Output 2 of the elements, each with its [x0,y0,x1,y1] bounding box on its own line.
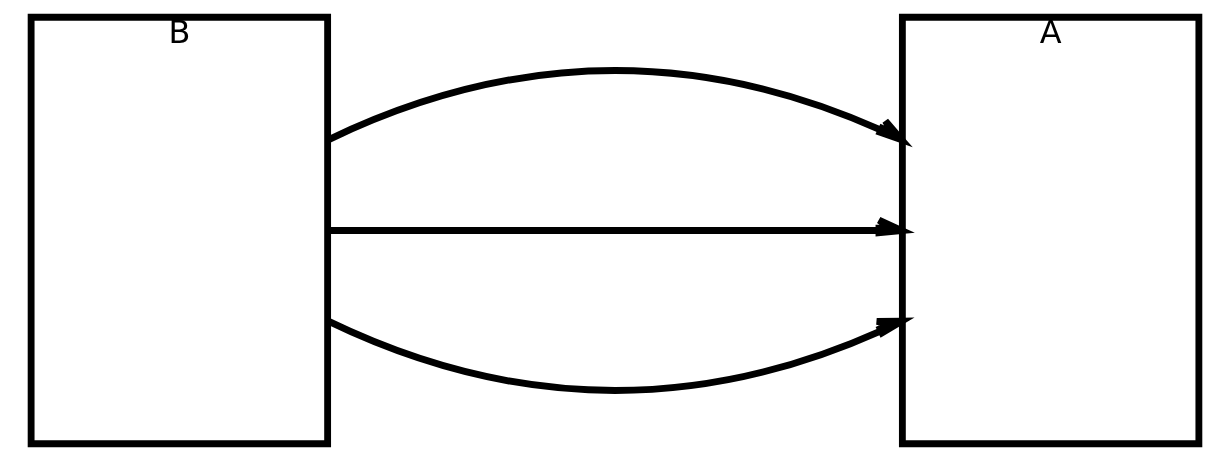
node-box: B [27,13,331,448]
node-box: A [898,13,1202,448]
